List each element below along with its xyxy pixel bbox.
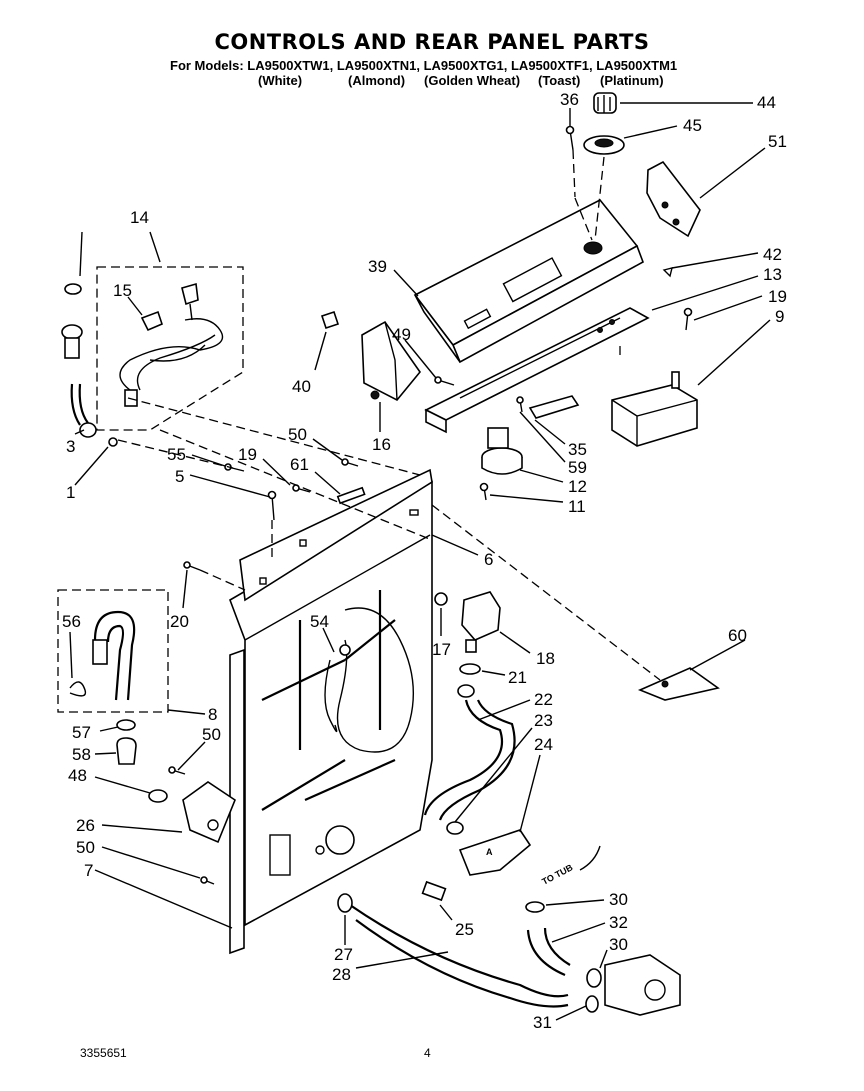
rear-panel xyxy=(229,468,433,955)
callout-8: 8 xyxy=(208,705,217,724)
callout-23: 23 xyxy=(534,711,553,730)
callout-61: 61 xyxy=(290,455,309,474)
callout-45: 45 xyxy=(683,116,702,135)
callout-50-top: 50 xyxy=(288,425,307,444)
callout-25: 25 xyxy=(455,920,474,939)
callout-30-low: 30 xyxy=(609,935,628,954)
models-line: For Models: LA9500XTW1, LA9500XTN1, LA95… xyxy=(170,58,678,73)
callout-5: 5 xyxy=(175,467,184,486)
callout-11: 11 xyxy=(568,497,586,516)
callout-15: 15 xyxy=(113,281,132,300)
callout-labels: 36 44 45 51 14 42 13 39 19 9 15 49 40 16… xyxy=(62,90,787,1032)
callout-20: 20 xyxy=(170,612,189,631)
callout-12: 12 xyxy=(568,477,587,496)
callout-18: 18 xyxy=(536,649,555,668)
page-title: CONTROLS AND REAR PANEL PARTS xyxy=(214,30,650,54)
callout-36: 36 xyxy=(560,90,579,109)
callout-16: 16 xyxy=(372,435,391,454)
callout-19-top: 19 xyxy=(768,287,787,306)
callout-28: 28 xyxy=(332,965,351,984)
callout-56: 56 xyxy=(62,612,81,631)
color-white: (White) xyxy=(258,73,303,88)
callout-35: 35 xyxy=(568,440,587,459)
callout-32: 32 xyxy=(609,913,628,932)
to-tub-label: TO TUB xyxy=(540,862,575,887)
callout-49: 49 xyxy=(392,325,411,344)
callout-44: 44 xyxy=(757,93,776,112)
inlet-hose-group xyxy=(61,231,118,447)
color-almond: (Almond) xyxy=(348,73,406,88)
page-number: 4 xyxy=(424,1046,431,1060)
callout-9: 9 xyxy=(775,307,784,326)
svg-text:A: A xyxy=(486,847,493,857)
doc-number: 3355651 xyxy=(80,1046,127,1060)
callout-19-mid: 19 xyxy=(238,445,257,464)
color-platinum: (Platinum) xyxy=(600,73,664,88)
callout-59: 59 xyxy=(568,458,587,477)
leader-lines xyxy=(69,102,771,1021)
drain-hose-group xyxy=(57,561,236,885)
callout-42: 42 xyxy=(763,245,782,264)
callout-3: 3 xyxy=(66,437,75,456)
callout-27: 27 xyxy=(334,945,353,964)
callout-51: 51 xyxy=(768,132,787,151)
callout-50-low: 50 xyxy=(76,838,95,857)
callout-7: 7 xyxy=(84,861,93,880)
panel-hardware xyxy=(117,397,433,591)
callout-58: 58 xyxy=(72,745,91,764)
power-cord-group xyxy=(96,266,244,431)
color-toast: (Toast) xyxy=(538,73,581,88)
callout-54: 54 xyxy=(310,612,329,631)
callout-30-top: 30 xyxy=(609,890,628,909)
callout-48: 48 xyxy=(68,766,87,785)
callout-24: 24 xyxy=(534,735,553,754)
callout-39: 39 xyxy=(368,257,387,276)
callout-40: 40 xyxy=(292,377,311,396)
callout-17: 17 xyxy=(432,640,451,659)
callout-50-mid: 50 xyxy=(202,725,221,744)
callout-55: 55 xyxy=(167,445,186,464)
color-golden-wheat: (Golden Wheat) xyxy=(424,73,521,88)
callout-14: 14 xyxy=(130,208,149,227)
callout-21: 21 xyxy=(508,668,527,687)
callout-22: 22 xyxy=(534,690,553,709)
callout-57: 57 xyxy=(72,723,91,742)
callout-6: 6 xyxy=(484,550,493,569)
console-assembly xyxy=(320,92,701,501)
callout-13: 13 xyxy=(763,265,782,284)
water-valve-hoses: A TO TUB xyxy=(337,504,720,1016)
callout-60: 60 xyxy=(728,626,747,645)
callout-31: 31 xyxy=(533,1013,552,1032)
callout-1: 1 xyxy=(66,483,75,502)
callout-26: 26 xyxy=(76,816,95,835)
